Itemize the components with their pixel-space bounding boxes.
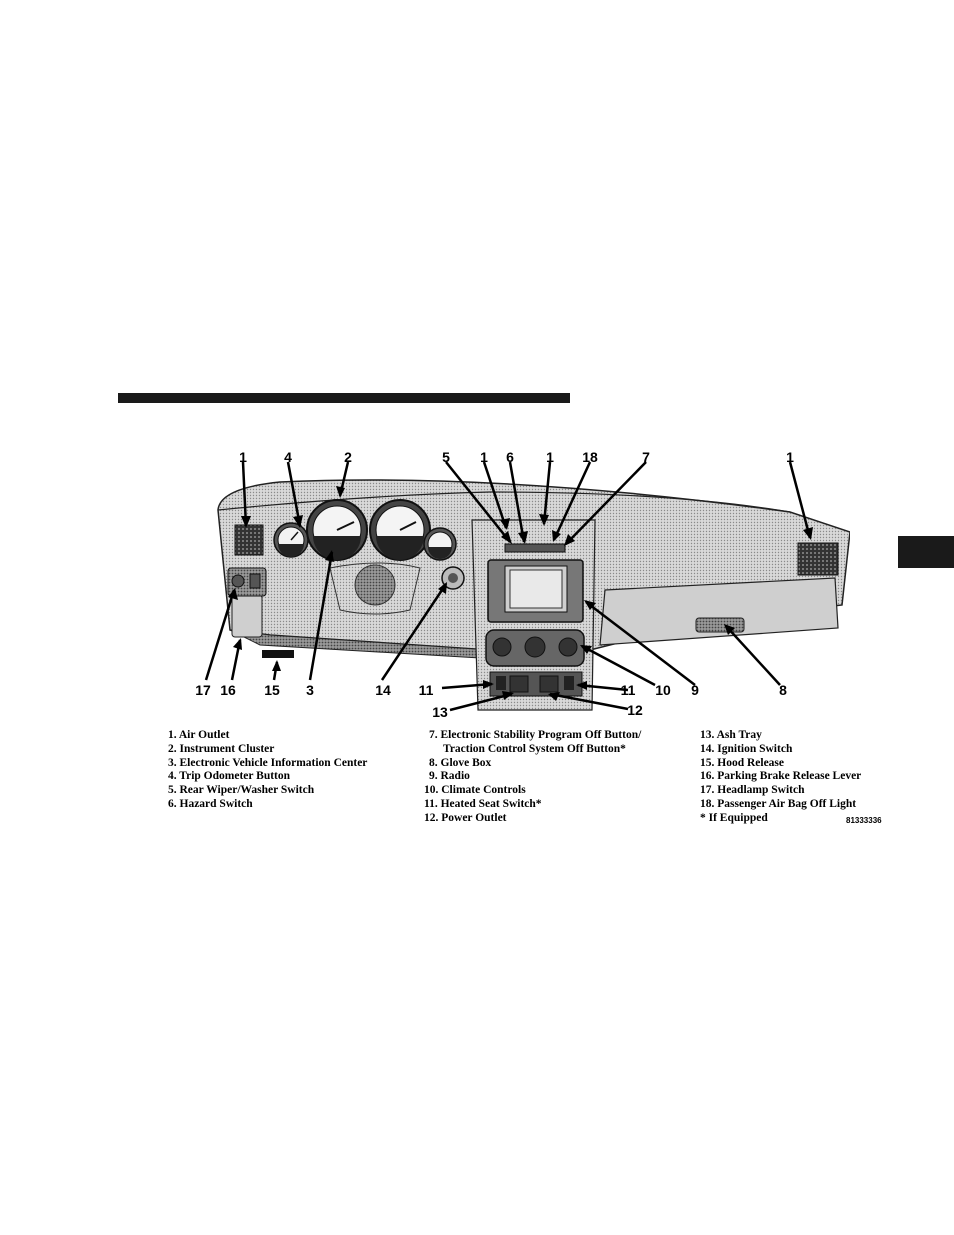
ash-tray <box>509 675 529 693</box>
legend-item: 12. Power Outlet <box>424 811 507 824</box>
legend-item: 8. Glove Box <box>429 756 492 769</box>
legend-item: 6. Hazard Switch <box>168 797 253 810</box>
chapter-tab <box>898 536 954 568</box>
section-rule <box>118 393 570 403</box>
legend-item: 3. Electronic Vehicle Information Center <box>168 756 368 769</box>
figure-id: 81333336 <box>846 816 882 825</box>
callout-top-2: 4 <box>284 449 292 465</box>
legend-item: 11. Heated Seat Switch* <box>424 797 542 810</box>
callout-bottom-11-left: 11 <box>419 682 434 698</box>
air-outlet-right <box>797 542 839 576</box>
callout-bottom-14: 14 <box>375 682 391 698</box>
legend-item: 4. Trip Odometer Button <box>168 770 291 783</box>
legend-item: Traction Control System Off Button* <box>443 742 626 755</box>
hazard-switch-bar <box>504 543 566 553</box>
callout-top-1: 1 <box>239 449 247 465</box>
glove-box-handle <box>695 617 745 633</box>
legend-item: 18. Passenger Air Bag Off Light <box>700 797 857 810</box>
callout-top-7: 1 <box>546 449 554 465</box>
callout-bottom-9: 9 <box>691 682 699 698</box>
dashboard-diagram: 1 4 2 5 1 6 1 18 7 1 17 16 15 3 14 11 10… <box>195 449 850 720</box>
callout-bottom-13: 13 <box>432 704 448 720</box>
callout-bottom-16: 16 <box>220 682 236 698</box>
legend-item: 9. Radio <box>429 770 470 783</box>
callout-top-4: 5 <box>442 449 450 465</box>
legend-item: 1. Air Outlet <box>168 729 230 741</box>
callout-bottom-17: 17 <box>195 682 211 698</box>
heated-seat-switch-right <box>564 676 574 690</box>
legend-column-1: 1. Air Outlet 2. Instrument Cluster 3. E… <box>168 729 367 812</box>
legend-item: 16. Parking Brake Release Lever <box>700 770 862 783</box>
callout-top-3: 2 <box>344 449 352 465</box>
callout-top-8: 18 <box>582 449 598 465</box>
legend-column-3: 13. Ash Tray 14. Ignition Switch 15. Hoo… <box>700 729 861 826</box>
callout-bottom-15: 15 <box>264 682 280 698</box>
power-outlet <box>539 675 559 693</box>
air-outlet-left <box>234 524 264 556</box>
steering-column-hub <box>354 564 396 606</box>
callout-bottom-3: 3 <box>306 682 314 698</box>
legend-item: 10. Climate Controls <box>424 784 526 797</box>
legend-item: 17. Headlamp Switch <box>700 784 805 797</box>
callout-top-6: 6 <box>506 449 514 465</box>
center-stack <box>471 519 596 711</box>
heated-seat-switch-left <box>496 676 506 690</box>
callout-top-10: 1 <box>786 449 794 465</box>
legend-item: 13. Ash Tray <box>700 729 762 741</box>
callout-top-9: 7 <box>642 449 650 465</box>
legend-item: 14. Ignition Switch <box>700 742 793 755</box>
callout-bottom-10: 10 <box>655 682 671 698</box>
instrument-cluster <box>273 499 457 561</box>
callout-bottom-11-right: 11 <box>621 682 636 698</box>
callout-bottom-8: 8 <box>779 682 787 698</box>
hood-release <box>262 650 294 658</box>
legend-item: 15. Hood Release <box>700 756 785 769</box>
legend-column-2: 7. Electronic Stability Program Off Butt… <box>424 729 641 826</box>
callout-bottom-12: 12 <box>627 702 643 718</box>
legend-footnote: * If Equipped <box>700 811 768 824</box>
legend-item: 5. Rear Wiper/Washer Switch <box>168 784 315 797</box>
leader-lines <box>204 461 812 712</box>
callout-top-5: 1 <box>480 449 488 465</box>
legend-item: 2. Instrument Cluster <box>168 742 275 755</box>
legend-item: 7. Electronic Stability Program Off Butt… <box>429 729 642 741</box>
